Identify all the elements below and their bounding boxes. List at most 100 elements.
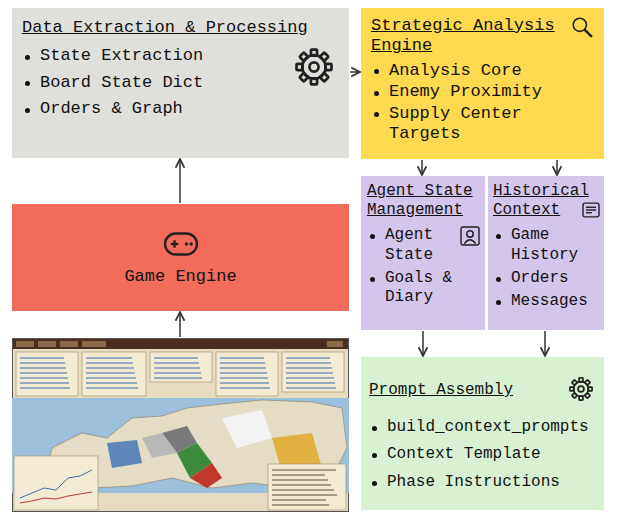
box-heading: Agent State Management: [367, 182, 480, 220]
bullet-dot: [496, 234, 501, 239]
gear-hub: [578, 386, 584, 392]
panel-text-lines: [272, 470, 337, 505]
icon-strokes: [165, 234, 197, 255]
card-line: [286, 377, 334, 378]
card-line: [220, 367, 266, 368]
bullet-dot: [374, 112, 379, 117]
bullet-dot: [25, 55, 30, 60]
panel-line: [272, 480, 328, 481]
panel-line: [272, 470, 336, 471]
bullet-item: Orders & Graph: [22, 99, 339, 119]
bar-button: [60, 341, 78, 347]
doc-line: [586, 209, 596, 210]
bar-button: [82, 341, 106, 347]
bullet-dot: [374, 91, 379, 96]
panel-line: [272, 505, 329, 506]
card-line: [220, 377, 268, 378]
bullet-text: Orders: [511, 269, 569, 287]
badge-head: [467, 231, 473, 237]
bullet-text: Analysis Core: [389, 61, 522, 80]
box-heading: Data Extraction & Processing: [22, 18, 339, 38]
engine-box: Game Engine: [12, 204, 349, 311]
flow-arrow: [422, 331, 424, 356]
icon-strokes: [570, 378, 592, 400]
bullet-text: Supply Center Targets: [389, 104, 522, 143]
card-line: [286, 387, 336, 388]
doc-frame: [583, 203, 599, 217]
box-heading: Strategic Analysis Engine: [371, 16, 596, 57]
bullet-text: build_context_prompts: [387, 418, 589, 436]
icon-strokes: [573, 18, 592, 37]
card-line: [154, 377, 202, 378]
card-line: [20, 357, 64, 358]
bullet-item: Phase Instructions: [369, 473, 597, 492]
bullet-item: Context Template: [369, 445, 597, 464]
history-box: Historical ContextGame HistoryOrdersMess…: [488, 176, 604, 330]
bullet-dot: [496, 300, 501, 305]
bullet-item: Analysis Core: [371, 61, 596, 81]
card-line: [86, 387, 138, 388]
bullet-item: Game History: [493, 226, 600, 264]
bullet-item: Messages: [493, 292, 600, 311]
pad-button: [184, 243, 187, 246]
card-line: [20, 367, 66, 368]
gear-rim: [302, 55, 326, 79]
bullet-text: Messages: [511, 292, 588, 310]
bullet-item: Goals & Diary: [367, 269, 480, 307]
card-line: [154, 372, 201, 373]
screenshot-arrow: [179, 312, 181, 337]
panel-line: [272, 485, 331, 486]
panel-line: [272, 475, 325, 476]
message-card: [82, 352, 146, 396]
chart-panel: [14, 456, 98, 510]
card-line: [220, 387, 270, 388]
panel-line: [272, 495, 337, 496]
box-heading: Prompt Assembly: [369, 381, 597, 400]
handle: [585, 30, 592, 37]
gamepad-icon: [164, 227, 198, 261]
bullet-text: Goals & Diary: [385, 269, 452, 306]
card-line: [154, 362, 199, 363]
card-line: [20, 372, 67, 373]
screenshot-frame: [13, 339, 349, 512]
gear-icon: [569, 377, 593, 401]
card-line: [86, 382, 137, 383]
bullet-item: State Extraction: [22, 46, 339, 66]
bullet-item: build_context_prompts: [369, 418, 597, 437]
message-card: [16, 352, 78, 396]
card-line: [286, 357, 330, 358]
badge-icon: [460, 226, 480, 246]
message-card: [150, 352, 212, 382]
card-line: [220, 357, 264, 358]
card-line: [86, 362, 133, 363]
bullet-dot: [370, 277, 375, 282]
card-line: [286, 367, 332, 368]
flow-arrow: [421, 160, 423, 175]
lens: [573, 18, 586, 31]
state-box: Agent State ManagementAgent StateGoals &…: [361, 176, 485, 330]
bullet-dot: [370, 234, 375, 239]
card-line: [286, 372, 333, 373]
gear-hub: [309, 62, 318, 71]
card-line: [86, 372, 135, 373]
bullet-dot: [25, 81, 30, 86]
bullet-text: Enemy Proximity: [389, 82, 542, 101]
analysis-box: Strategic Analysis EngineAnalysis CoreEn…: [361, 8, 604, 159]
bullet-dot: [374, 69, 379, 74]
pad-body: [165, 234, 197, 255]
flow-arrow: [350, 71, 360, 73]
gear-icon: [295, 48, 333, 86]
icon-strokes: [461, 227, 479, 245]
bullet-text: State Extraction: [40, 46, 203, 65]
icon-strokes: [583, 203, 599, 217]
assembly-box: Prompt Assembly build_context_promptsCont…: [361, 357, 604, 510]
badge-frame: [461, 227, 479, 245]
map-region: [107, 440, 142, 468]
bullet-text: Agent State: [385, 226, 433, 263]
bar-button: [38, 341, 56, 347]
card-line: [86, 367, 134, 368]
card-line: [220, 382, 269, 383]
map-region: [190, 463, 222, 488]
box-label: Game Engine: [124, 267, 236, 287]
